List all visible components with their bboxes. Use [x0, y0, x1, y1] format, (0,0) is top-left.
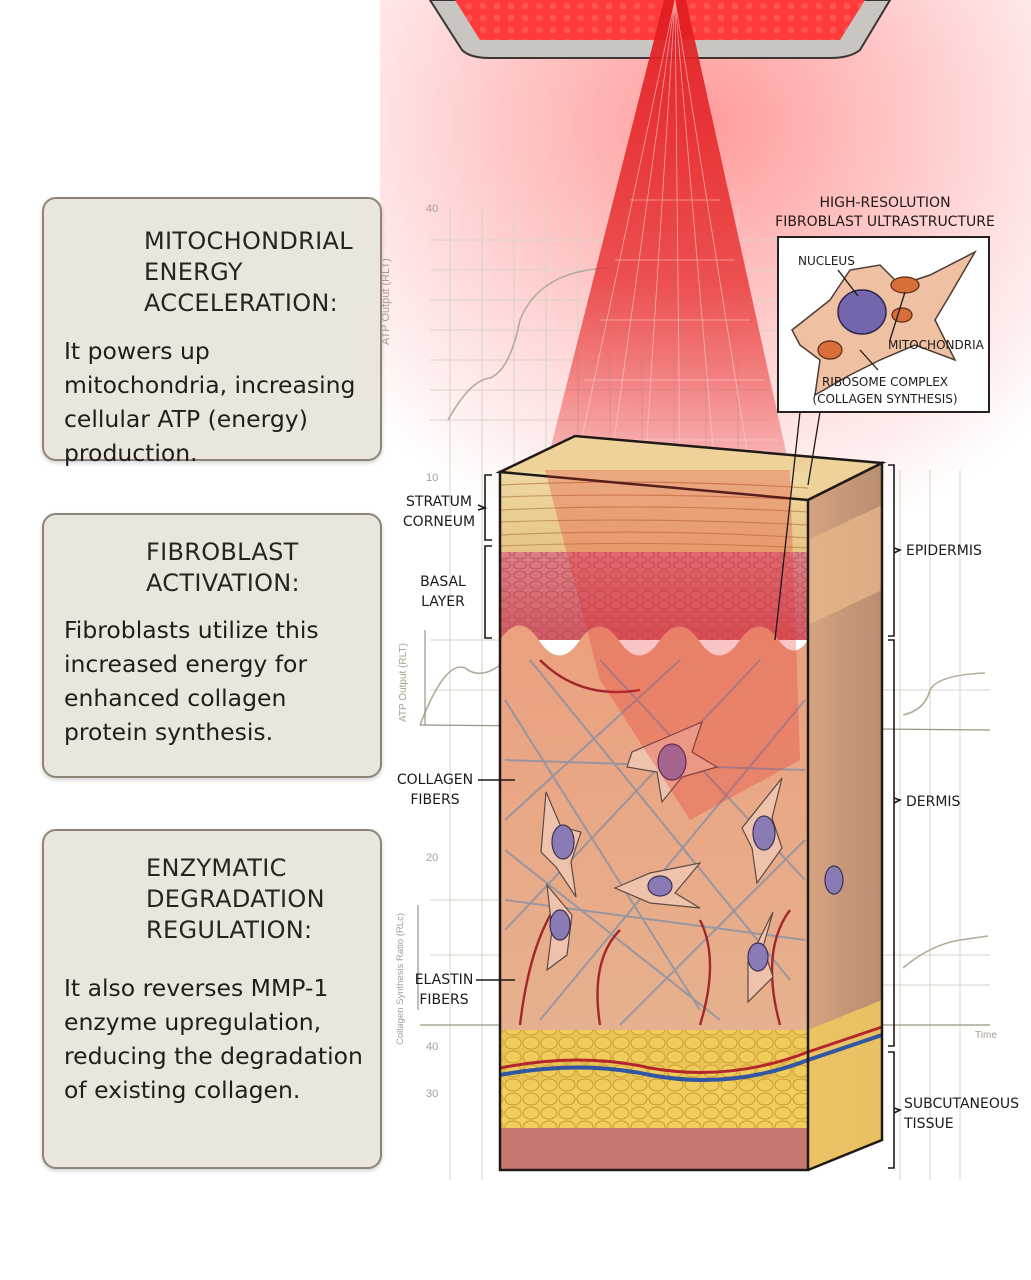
- red-light-beam: [545, 0, 790, 470]
- chart-y-tick: 40: [426, 203, 439, 215]
- label-subcutaneous-1: SUBCUTANEOUS: [904, 1096, 1020, 1112]
- card-body: Fibroblasts utilize this increased energ…: [64, 616, 319, 746]
- label-collagen-1: COLLAGEN: [396, 772, 474, 788]
- label-stratum-corneum-1: STRATUM: [406, 494, 472, 510]
- fibroblast-cells: [540, 720, 844, 1004]
- info-card-mitochondria: MITOCHONDRIAL ENERGY ACCELERATION: It po…: [42, 197, 382, 467]
- label-ribosome-line2: (COLLAGEN SYNTHESIS): [812, 392, 958, 406]
- card-body: It powers up mitochondria, increasing ce…: [64, 337, 356, 467]
- chart-x-label-time: Time: [975, 1030, 997, 1041]
- chart-y-label-atp: ATP Output (RLT): [380, 258, 392, 345]
- label-elastin-1: ELASTIN: [414, 972, 474, 988]
- beam-grid: [570, 0, 780, 471]
- card-body: It also reverses MMP-1 enzyme upregulati…: [64, 974, 363, 1104]
- label-dermis: DERMIS: [906, 794, 961, 810]
- inset-title-line1: HIGH-RESOLUTION: [819, 195, 951, 211]
- label-collagen-2: FIBERS: [410, 792, 460, 808]
- label-nucleus: NUCLEUS: [798, 254, 855, 268]
- info-card-fibroblast: FIBROBLAST ACTIVATION: Fibroblasts utili…: [42, 513, 382, 778]
- label-elastin-2: FIBERS: [419, 992, 469, 1008]
- skin-cross-section: [495, 434, 887, 1172]
- chart-y-tick: 40: [426, 1041, 439, 1053]
- chart-y-tick: 20: [426, 852, 439, 864]
- label-subcutaneous-2: TISSUE: [904, 1116, 954, 1132]
- label-mitochondria: MITOCHONDRIA: [888, 338, 984, 352]
- fibroblast-inset: [774, 236, 990, 641]
- chart-y-label-atp-2: ATP Output (RLT): [398, 643, 409, 722]
- chart-y-tick: 10: [426, 472, 439, 484]
- chart-y-tick: 30: [426, 1088, 439, 1100]
- label-stratum-corneum-2: CORNEUM: [402, 514, 476, 530]
- card-title: ENZYMATIC DEGRADATION REGULATION:: [146, 854, 325, 944]
- card-title: MITOCHONDRIAL ENERGY ACCELERATION:: [144, 227, 353, 317]
- label-basal-2: LAYER: [421, 594, 465, 610]
- chart-y-label-collagen: Collagen Synthesis Ratio (RLc): [395, 912, 406, 1045]
- label-ribosome-line1: RIBOSOME COMPLEX: [821, 375, 949, 389]
- label-basal-1: BASAL: [420, 574, 466, 590]
- label-epidermis: EPIDERMIS: [906, 543, 982, 559]
- card-title: FIBROBLAST ACTIVATION:: [146, 538, 300, 597]
- info-card-enzymatic: ENZYMATIC DEGRADATION REGULATION: It als…: [42, 829, 382, 1169]
- label-brackets: [476, 464, 903, 1169]
- inset-title-line2: FIBROBLAST ULTRASTRUCTURE: [775, 214, 995, 230]
